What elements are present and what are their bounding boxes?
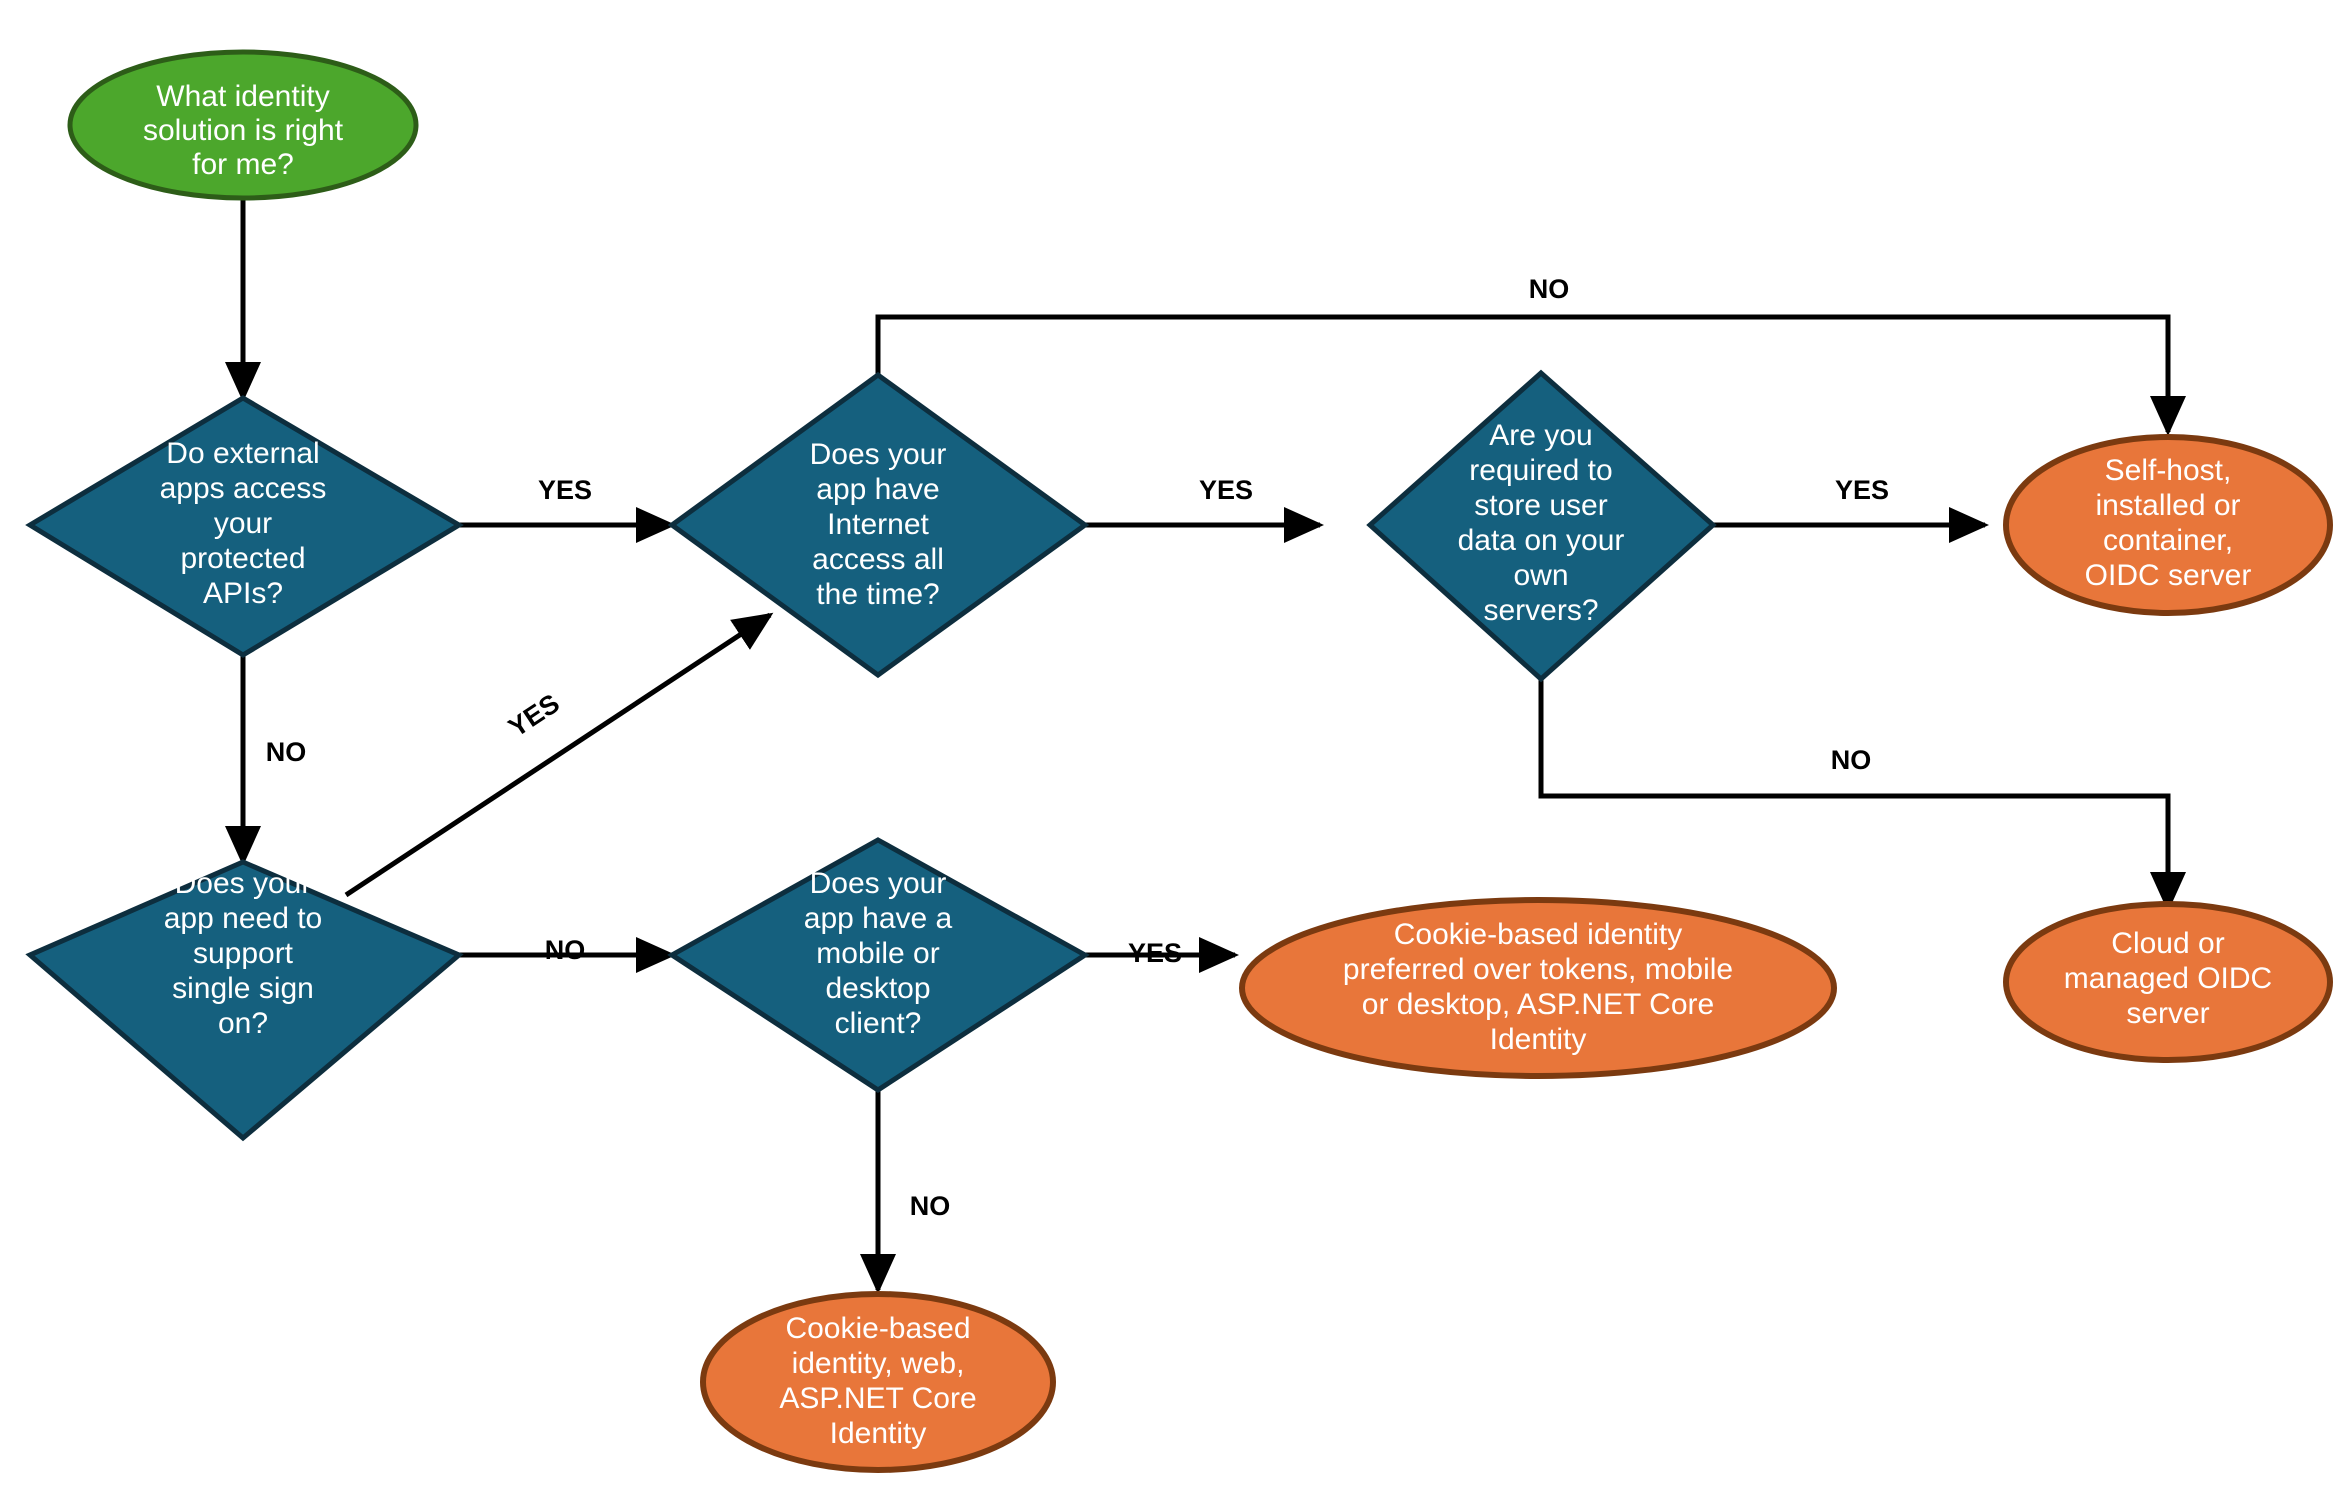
node-cloud-line-0: Cloud or (2111, 927, 2224, 960)
node-start-line-0: What identity (156, 80, 329, 113)
node-sso-line-0: Does your (175, 867, 312, 900)
node-store-line-0: Are you (1489, 419, 1592, 452)
edge-label-sso-yes: YES (503, 688, 565, 743)
connector-internet-no-to-selfhost (875, 314, 2186, 437)
node-cookie-mobile-line-0: Cookie-based identity (1394, 918, 1683, 951)
node-client-line-3: desktop (825, 972, 930, 1005)
node-decision-sso[interactable]: Does your app need to support single sig… (25, 859, 464, 1142)
node-client-line-0: Does your (810, 867, 947, 900)
node-cookie-mobile-line-2: or desktop, ASP.NET Core (1362, 988, 1714, 1021)
node-decision-internet[interactable]: Does your app have Internet access all t… (667, 371, 1090, 679)
edge-label-apis-no: NO (266, 737, 307, 767)
node-store-line-1: required to (1469, 454, 1612, 487)
edge-label-sso-no: NO (545, 935, 586, 965)
node-sso-line-1: app need to (164, 902, 322, 935)
node-sso-line-4: on? (218, 1007, 268, 1040)
node-client-line-1: app have a (804, 902, 953, 935)
node-cloud-line-1: managed OIDC (2064, 962, 2272, 995)
node-selfhost-line-3: OIDC server (2085, 559, 2252, 592)
connector-sso-yes-to-internet (344, 612, 774, 898)
node-apis-line-2: your (214, 507, 272, 540)
node-start[interactable]: What identity solution is right for me? (67, 49, 419, 201)
node-store-line-2: store user (1474, 489, 1607, 522)
node-store-line-4: own (1513, 559, 1568, 592)
node-apis-line-0: Do external (166, 437, 319, 470)
node-start-line-1: solution is right (143, 114, 344, 147)
node-terminal-cookie-web[interactable]: Cookie-based identity, web, ASP.NET Core… (700, 1291, 1056, 1473)
node-store-line-3: data on your (1458, 524, 1625, 557)
edge-label-client-no: NO (910, 1191, 951, 1221)
node-start-line-2: for me? (192, 148, 294, 181)
node-terminal-cloud[interactable]: Cloud or managed OIDC server (2003, 901, 2333, 1063)
node-cookie-web-line-1: identity, web, (792, 1347, 965, 1380)
node-sso-line-2: support (193, 937, 294, 970)
node-cookie-mobile-line-1: preferred over tokens, mobile (1343, 953, 1733, 986)
node-client-line-2: mobile or (816, 937, 939, 970)
node-decision-external-apis[interactable]: Do external apps access your protected A… (25, 395, 464, 658)
edge-label-internet-no: NO (1529, 274, 1570, 304)
node-selfhost-line-1: installed or (2095, 489, 2240, 522)
node-cookie-web-line-3: Identity (830, 1417, 927, 1450)
node-internet-line-1: app have (816, 473, 939, 506)
node-cookie-web-line-0: Cookie-based (785, 1312, 970, 1345)
node-selfhost-line-0: Self-host, (2105, 454, 2232, 487)
node-sso-line-3: single sign (172, 972, 314, 1005)
node-decision-store-user-data[interactable]: Are you required to store user data on y… (1366, 369, 1717, 683)
node-cookie-web-line-2: ASP.NET Core (779, 1382, 976, 1415)
node-internet-line-4: the time? (816, 578, 939, 611)
node-selfhost-line-2: container, (2103, 524, 2233, 557)
edge-label-store-yes: YES (1835, 475, 1889, 505)
edge-label-store-no: NO (1831, 745, 1872, 775)
node-internet-line-2: Internet (827, 508, 929, 541)
node-client-line-4: client? (835, 1007, 922, 1040)
node-cookie-mobile-line-3: Identity (1490, 1023, 1587, 1056)
node-store-line-5: servers? (1483, 594, 1598, 627)
node-cloud-line-2: server (2126, 997, 2209, 1030)
node-apis-line-1: apps access (160, 472, 327, 505)
edge-label-apis-yes: YES (538, 475, 592, 505)
node-apis-line-3: protected (180, 542, 305, 575)
node-internet-line-3: access all (812, 543, 944, 576)
edge-label-client-yes: YES (1128, 938, 1182, 968)
node-terminal-selfhost[interactable]: Self-host, installed or container, OIDC … (2003, 434, 2333, 616)
connector-store-no-to-cloud (1538, 679, 2186, 913)
node-terminal-cookie-mobile[interactable]: Cookie-based identity preferred over tok… (1239, 897, 1837, 1079)
edge-label-internet-yes: YES (1199, 475, 1253, 505)
node-decision-mobile-desktop[interactable]: Does your app have a mobile or desktop c… (667, 837, 1090, 1093)
node-apis-line-4: APIs? (203, 577, 283, 610)
node-internet-line-0: Does your (810, 438, 947, 471)
